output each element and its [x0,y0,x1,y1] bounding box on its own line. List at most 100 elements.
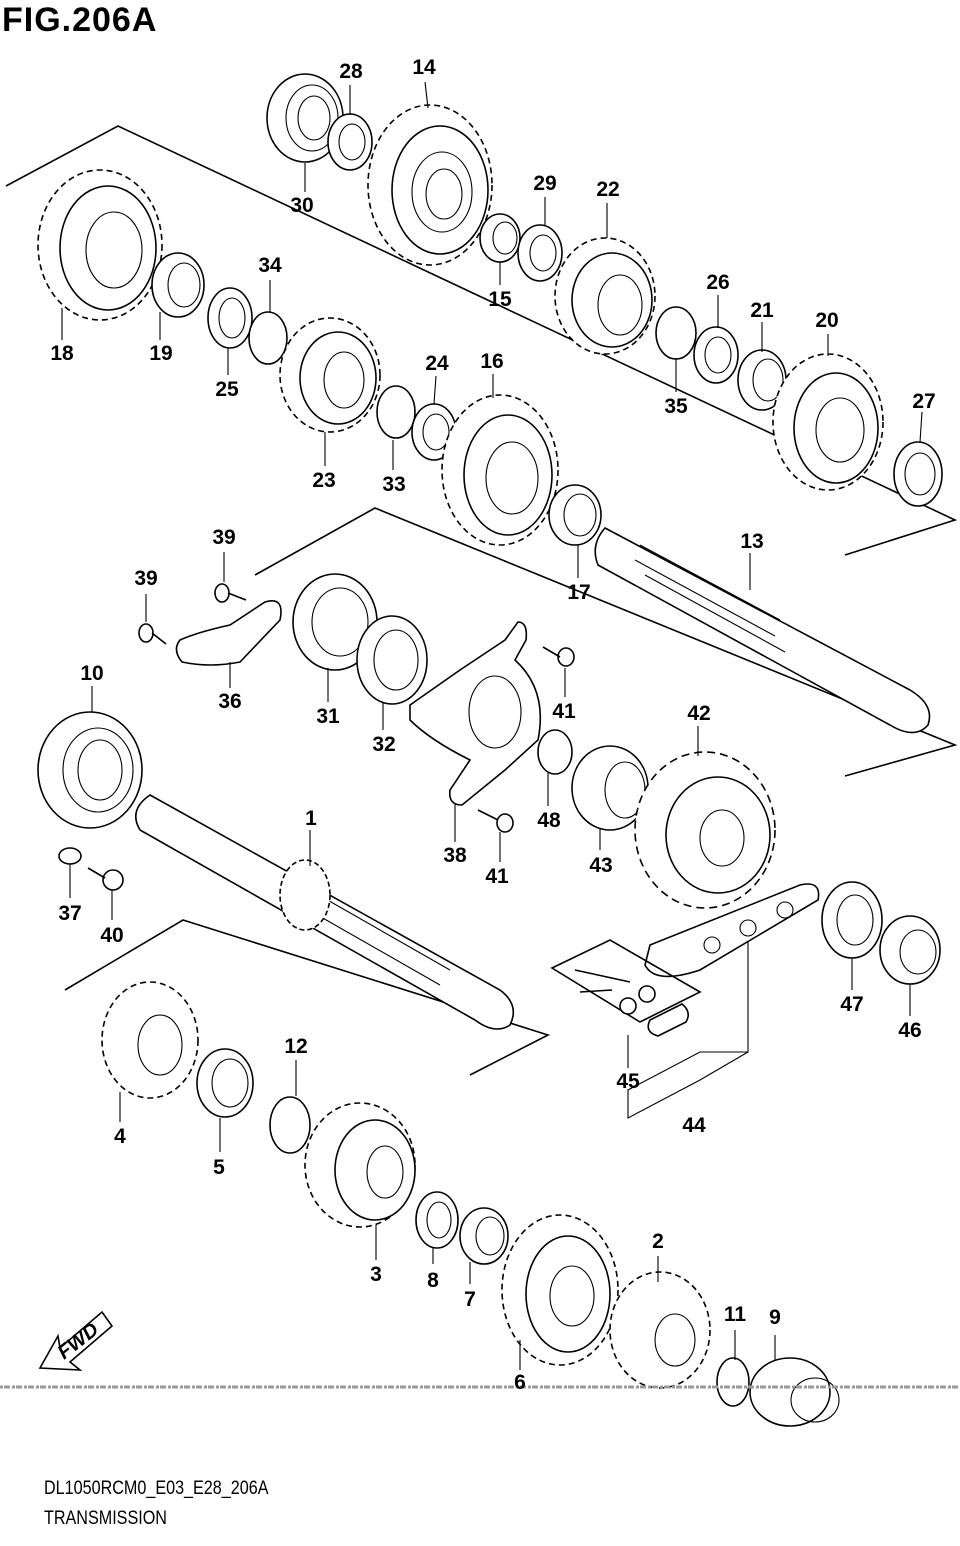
callout-46: 46 [898,1019,921,1042]
callout-22: 22 [596,178,619,201]
callout-28: 28 [339,60,363,83]
callout-14: 14 [412,56,436,79]
callout-3: 3 [370,1263,382,1286]
callout-15: 15 [488,288,512,311]
sprocket-42-shape [634,751,776,909]
circlip-12-shape [269,1096,311,1154]
bolt-39-upper-shape [214,583,247,603]
bracket-38-shape [409,621,542,806]
circlip-35-shape [655,306,697,360]
callout-36: 36 [218,690,241,713]
countershaft-group-outline [5,125,958,556]
gear-14-shape [367,104,493,266]
callout-34: 34 [258,254,282,277]
callout-42: 42 [687,702,710,725]
callout-26: 26 [706,271,729,294]
countershaft-13-shape [594,526,931,734]
callout-9: 9 [769,1306,781,1329]
callout-10: 10 [80,662,103,685]
callout-4: 4 [114,1125,126,1148]
callout-13: 13 [740,530,763,553]
callout-29: 29 [533,172,556,195]
lower-gear-group-outline [64,919,551,1076]
callout-23: 23 [312,469,335,492]
callout-21: 21 [750,299,774,322]
callout-19: 19 [149,342,172,365]
bearing-10-shape [37,711,143,829]
callout-27: 27 [912,390,935,413]
callout-39-right: 39 [212,526,235,549]
circlip-33-shape [376,385,416,439]
bushing-19-shape [151,252,205,318]
gear-18-shape [37,169,163,321]
callout-20: 20 [815,309,838,332]
callout-39-left: 39 [134,567,157,590]
bushing-5-shape [196,1048,254,1118]
screw-40-shape [87,867,124,891]
washer-25-shape [207,287,253,349]
callout-17: 17 [567,581,590,604]
washer-27-shape [893,441,943,507]
callout-2: 2 [652,1230,664,1253]
gear-6-shape [501,1214,619,1366]
callout-41-lower: 41 [485,865,509,888]
gear-23-shape [279,317,381,433]
drive-chain-44-shape [644,883,820,978]
callout-38: 38 [443,844,467,867]
callout-43: 43 [589,854,612,877]
gear-3-shape [304,1102,416,1228]
washer-8-shape [415,1191,459,1249]
bushing-7-shape [459,1207,509,1265]
figure-title: FIG.206A [2,1,158,39]
fwd-arrow-icon [38,1310,114,1371]
bolt-39-lower-shape [138,623,167,645]
callout-24: 24 [425,352,449,375]
callout-30: 30 [290,194,313,217]
callout-25: 25 [215,378,239,401]
gear-20-shape [772,353,884,491]
callout-32: 32 [372,733,395,756]
callout-6: 6 [514,1371,526,1394]
bushing-17-shape [548,484,602,546]
callout-11: 11 [724,1303,747,1326]
bolt-41-upper-shape [542,646,575,667]
bearing-30-shape [266,73,344,163]
callout-16: 16 [480,350,503,373]
gear-16-shape [441,394,559,546]
plate-36-shape [175,600,282,666]
washer-26-shape [693,326,739,384]
gear-2-shape [609,1271,711,1389]
driveshaft-group-outline [254,507,958,777]
nut-46-shape [879,915,941,985]
callout-47: 47 [840,993,863,1016]
washer-47-shape [821,881,883,959]
callout-12: 12 [284,1035,307,1058]
washer-28-shape [327,113,373,171]
callout-18: 18 [50,342,74,365]
callout-33: 33 [382,473,405,496]
circlip-34-shape [248,311,288,365]
section-name: TRANSMISSION [44,1508,167,1529]
leader-lines [61,81,923,1370]
washer-29-shape [517,224,563,282]
model-code: DL1050RCM0_E03_E28_206A [44,1478,269,1499]
callout-48: 48 [537,809,561,832]
callout-7: 7 [464,1288,476,1311]
gear-22-shape [554,237,656,355]
bolt-41-lower-shape [477,809,514,833]
callout-5: 5 [213,1156,225,1179]
chain-joint-45-shape [550,939,702,1037]
gear-4-shape [101,981,199,1099]
washer-11-shape [716,1357,750,1407]
driveshaft-1-shape [134,794,515,1030]
oil-seal-32-shape [356,615,428,705]
callout-35: 35 [664,395,688,418]
callout-41-upper: 41 [552,700,576,723]
washer-37-shape [58,847,82,865]
callout-45: 45 [616,1070,640,1093]
o-ring-48-shape [537,729,573,775]
callout-44: 44 [682,1114,706,1137]
callout-37: 37 [58,902,81,925]
callout-8: 8 [427,1269,439,1292]
